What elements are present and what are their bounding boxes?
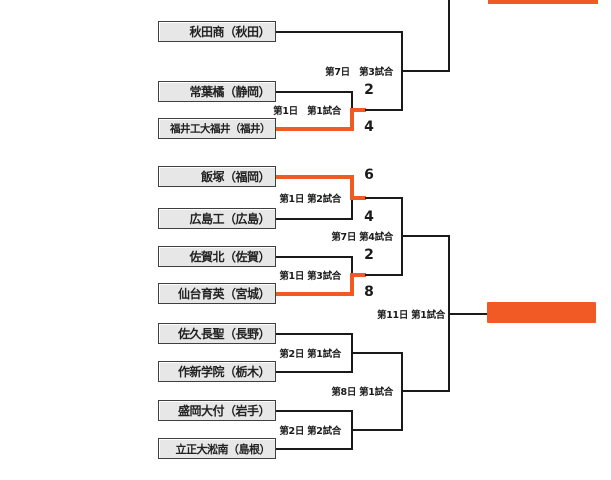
winner-line xyxy=(350,108,354,131)
match-score: 4 xyxy=(364,118,374,135)
bracket-line-h xyxy=(351,351,403,354)
team-box: 常葉橘（静岡） xyxy=(158,81,276,102)
team-box: 広島工（広島） xyxy=(158,208,276,229)
team-box: 福井工大福井（福井） xyxy=(158,118,276,139)
match-label: 第8日 第1試合 xyxy=(331,387,393,398)
match-label: 第1日 第1試合 xyxy=(273,106,341,117)
bracket-line-h xyxy=(400,390,450,392)
team-box: 仙台育英（宮城） xyxy=(158,283,276,304)
bracket-line-v xyxy=(351,255,353,276)
bracket-line-h xyxy=(276,255,353,258)
highlight-bar-top xyxy=(488,0,598,4)
bracket-line-v xyxy=(447,0,450,72)
bracket-line-h xyxy=(276,90,353,93)
match-score: 8 xyxy=(364,283,374,300)
bracket-line-h xyxy=(276,332,353,335)
winner-line xyxy=(276,126,354,131)
match-score: 4 xyxy=(364,208,374,225)
match-label: 第1日 第2試合 xyxy=(279,193,341,205)
match-label: 第11日 第1試合 xyxy=(377,309,445,321)
bracket-line-h xyxy=(276,447,353,450)
team-box: 飯塚（福岡） xyxy=(158,166,276,187)
bracket-line-h xyxy=(447,312,487,315)
winner-line xyxy=(350,273,354,296)
team-box: 作新学院（栃木） xyxy=(158,361,276,382)
winner-line xyxy=(350,273,366,277)
bracket-line-h xyxy=(365,196,403,199)
team-box: 佐賀北（佐賀） xyxy=(158,246,276,267)
bracket-line-h xyxy=(400,69,450,72)
winner-line xyxy=(350,195,366,200)
match-label: 第2日 第1試合 xyxy=(279,348,341,360)
match-label: 第7日 第4試合 xyxy=(331,232,393,244)
match-label: 第2日 第2試合 xyxy=(279,425,341,437)
team-box: 盛岡大付（岩手） xyxy=(158,400,276,421)
match-score: 6 xyxy=(364,166,374,183)
match-label: 第7日 第3試合 xyxy=(325,66,393,78)
match-score: 2 xyxy=(364,81,374,98)
winner-line xyxy=(350,108,366,112)
bracket-line-h xyxy=(365,109,403,111)
match-label: 第1日 第3試合 xyxy=(279,271,341,282)
bracket-line-v xyxy=(351,90,353,111)
bracket-line-h xyxy=(276,30,403,33)
bracket-line-h xyxy=(400,235,450,238)
winner-line xyxy=(276,291,354,296)
bracket-line-h xyxy=(351,428,403,431)
team-box: 佐久長聖（長野） xyxy=(158,323,276,344)
match-score: 2 xyxy=(364,246,374,263)
bracket-line-v xyxy=(351,196,353,220)
team-box: 立正大淞南（島根） xyxy=(158,438,276,459)
winner-line xyxy=(276,174,354,179)
highlight-bar-advance-slot xyxy=(487,302,596,323)
bracket-line-h xyxy=(276,409,353,412)
team-box: 秋田商（秋田） xyxy=(158,21,276,42)
bracket-line-h xyxy=(276,370,353,373)
winner-line xyxy=(350,174,354,200)
bracket-line-h xyxy=(365,274,403,276)
bracket-line-h xyxy=(276,217,353,220)
